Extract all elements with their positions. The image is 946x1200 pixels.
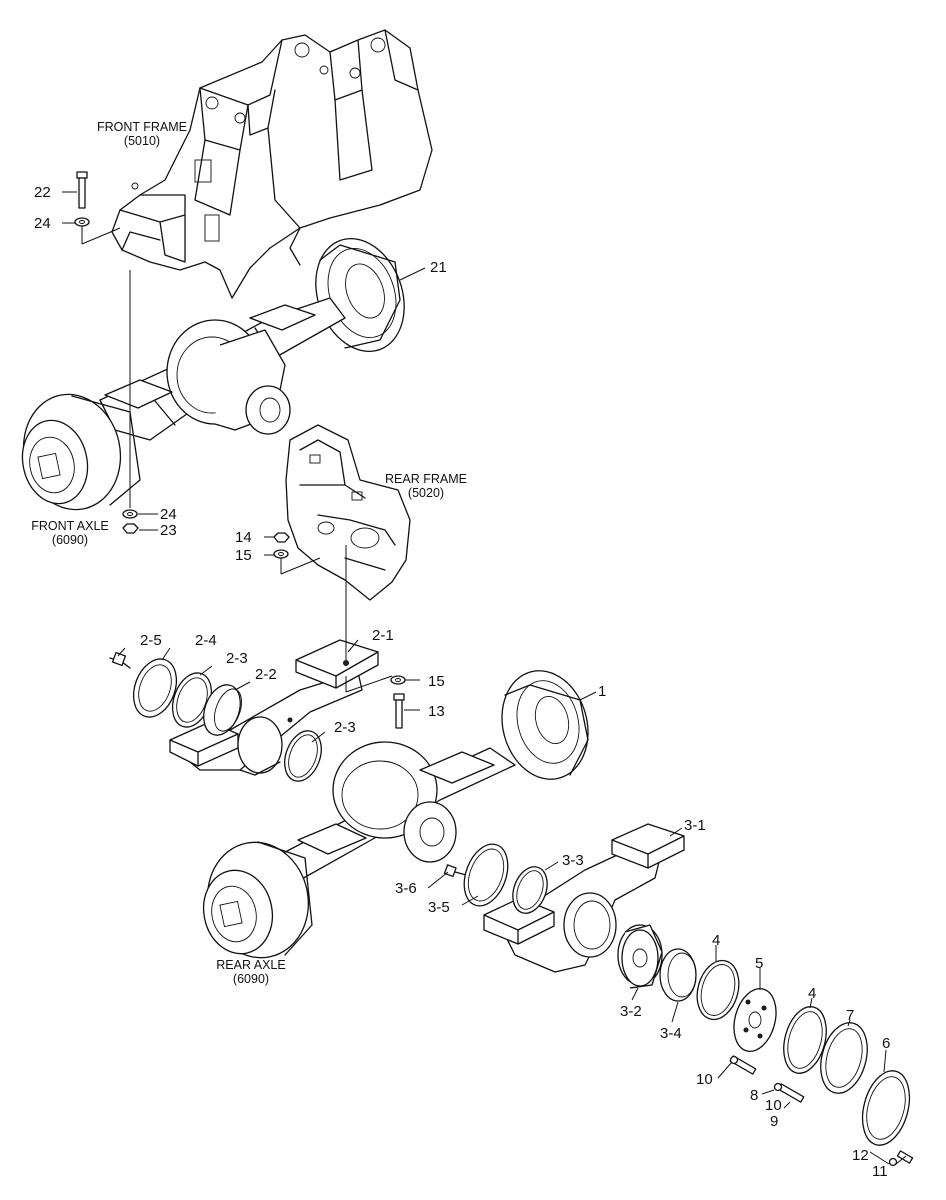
callout-2-3-top: 2-3 [226, 650, 248, 667]
callout-3-4: 3-4 [660, 1025, 682, 1042]
callout-4-second: 4 [808, 985, 816, 1002]
callout-labels: 22 24 21 24 23 14 15 2-5 2-4 2-3 2-2 2-1… [34, 184, 890, 1180]
leader-lines [62, 191, 907, 1165]
callout-3-6: 3-6 [395, 880, 417, 897]
callout-9: 9 [770, 1113, 778, 1130]
callout-15-top: 15 [235, 547, 252, 564]
callout-22: 22 [34, 184, 51, 201]
callout-1: 1 [598, 683, 606, 700]
callout-5: 5 [755, 955, 763, 972]
callout-12: 12 [852, 1147, 869, 1164]
callout-2-5: 2-5 [140, 632, 162, 649]
front-bracket-rings [109, 651, 322, 782]
callout-24-bottom: 24 [160, 506, 177, 523]
callout-15-bottom: 15 [428, 673, 445, 690]
callout-2-2: 2-2 [255, 666, 277, 683]
callout-7: 7 [846, 1007, 854, 1024]
rear-axle-caption-line1: REAR AXLE [216, 958, 285, 972]
front-frame-caption-line2: (5010) [124, 134, 160, 148]
front-frame-caption-line1: FRONT FRAME [97, 120, 187, 134]
callout-3-1: 3-1 [684, 817, 706, 834]
callout-14: 14 [235, 529, 252, 546]
callout-10-second: 10 [765, 1097, 782, 1114]
front-axle-drawing [21, 237, 405, 511]
callout-24-top: 24 [34, 215, 51, 232]
callout-23: 23 [160, 522, 177, 539]
callout-3-3: 3-3 [562, 852, 584, 869]
rear-support-bracket [483, 823, 685, 973]
callout-13: 13 [428, 703, 445, 720]
front-axle-caption-line2: (6090) [52, 533, 88, 547]
rear-axle-drawing [202, 670, 589, 959]
rear-frame-drawing [285, 424, 411, 601]
callout-6: 6 [882, 1035, 890, 1052]
callout-11: 11 [872, 1163, 888, 1180]
callout-3-5: 3-5 [428, 899, 450, 916]
captions: FRONT FRAME (5010) REAR FRAME (5020) FRO… [31, 120, 467, 986]
front-frame-drawing [111, 29, 433, 299]
front-axle-caption-line1: FRONT AXLE [31, 519, 109, 533]
callout-10-first: 10 [696, 1071, 713, 1088]
rear-frame-caption-line1: REAR FRAME [385, 472, 467, 486]
callout-2-1: 2-1 [372, 627, 394, 644]
callout-3-2: 3-2 [620, 1003, 642, 1020]
rear-frame-caption-line2: (5020) [408, 486, 444, 500]
callout-2-4: 2-4 [195, 632, 217, 649]
rear-bracket-parts [443, 843, 914, 1167]
callout-21: 21 [430, 259, 447, 276]
callout-4-first: 4 [712, 932, 720, 949]
callout-8: 8 [750, 1087, 758, 1104]
rear-axle-caption-line2: (6090) [233, 972, 269, 986]
callout-2-3-bottom: 2-3 [334, 719, 356, 736]
